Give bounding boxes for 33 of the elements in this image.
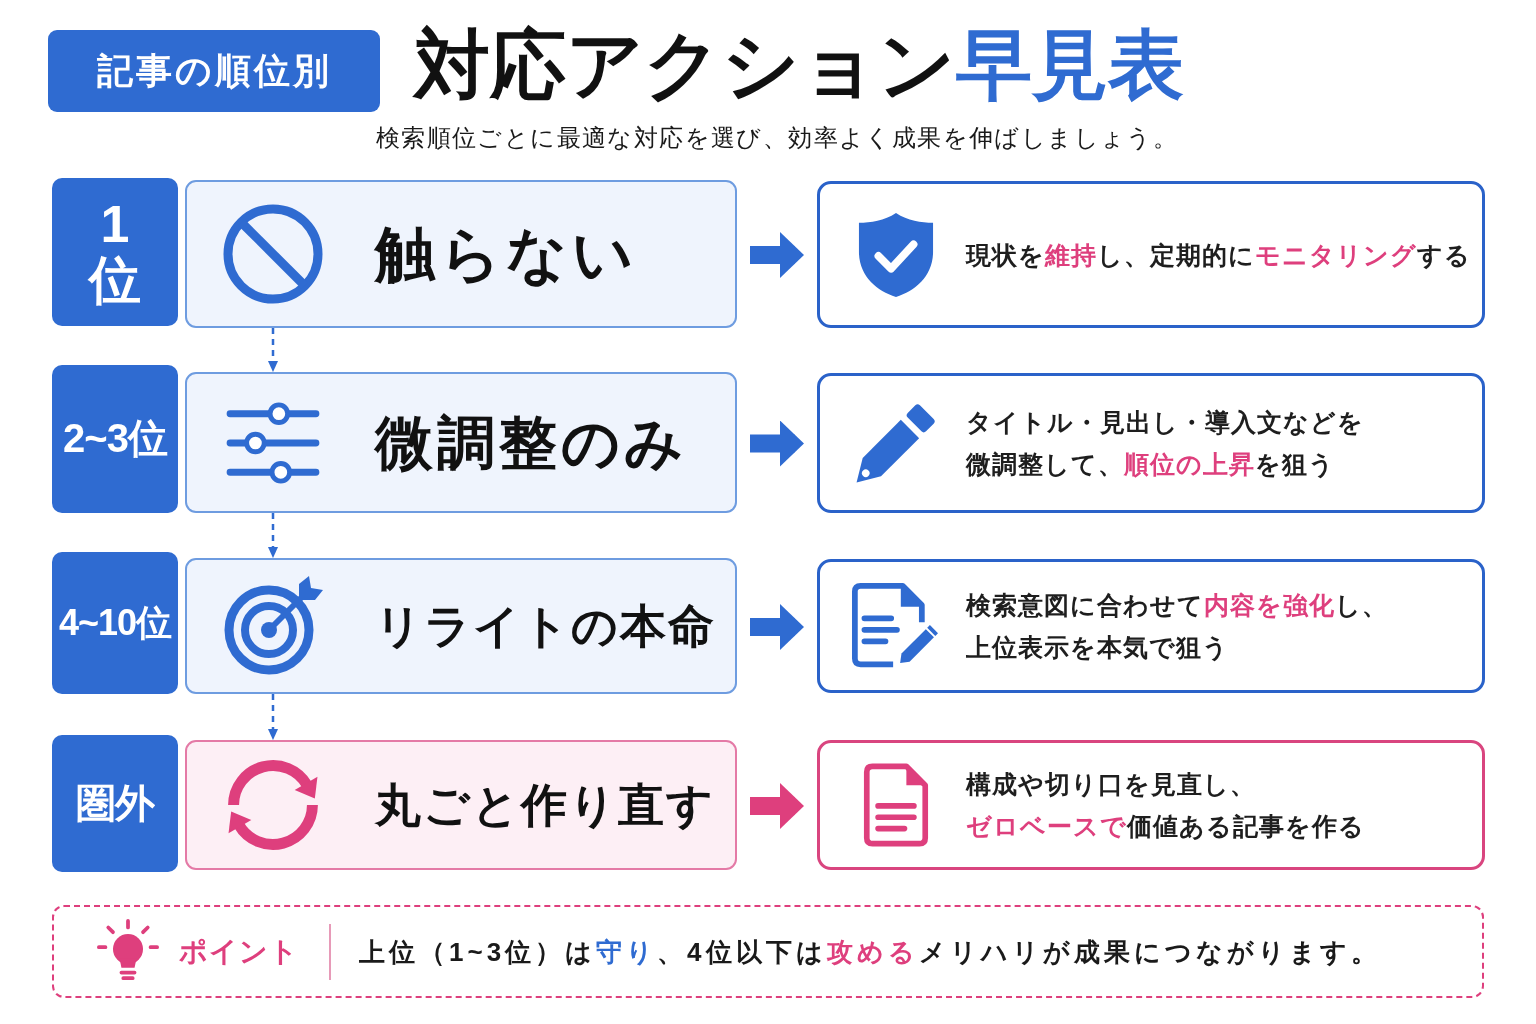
result-box: [817, 181, 1485, 328]
subtitle: 検索順位ごとに最適な対応を選び、効率よく成果を伸ばしましょう。: [375, 124, 1179, 153]
rank-box: 圏外: [52, 735, 178, 872]
tip-box: [52, 905, 1484, 998]
arrow: [750, 604, 804, 650]
tip-text: 上位（1~3位）は守り、4位以下は攻めるメリハリが成果につながります。: [359, 935, 1381, 969]
category-badge: 記事の順位別: [48, 30, 380, 112]
arrow: [750, 783, 804, 829]
dashed-arrow: [268, 513, 278, 559]
action-label: リライトの本命: [375, 599, 716, 653]
arrow: [750, 232, 804, 278]
action-label: 丸ごと作り直す: [375, 778, 715, 832]
dashed-arrow: [268, 328, 278, 373]
title: 対応アクション早見表: [414, 24, 1184, 107]
description-text: 構成や切り口を見直し、ゼロベースで価値ある記事を作る: [966, 769, 1366, 842]
rank-box: 1位: [52, 178, 178, 326]
rank-box: 4~10位: [52, 552, 178, 694]
result-box: [817, 559, 1485, 693]
result-box: [817, 373, 1485, 513]
action-box: [185, 180, 737, 328]
description-text: 現状を維持し、定期的にモニタリングする: [966, 239, 1471, 271]
arrow: [750, 420, 804, 467]
result-box: [817, 740, 1485, 870]
tip-heading: ポイント: [179, 934, 299, 969]
action-box: [185, 740, 737, 870]
description-text: タイトル・見出し・導入文などを微調整して、順位の上昇を狙う: [966, 407, 1365, 480]
action-label: 触らない: [375, 219, 638, 289]
rank-box: 2~3位: [52, 365, 178, 513]
action-label: 微調整のみ: [375, 409, 687, 476]
description-text: 検索意図に合わせて内容を強化し、上位表示を本気で狙う: [966, 590, 1389, 663]
action-box: [185, 558, 737, 694]
dashed-arrow: [268, 694, 278, 741]
action-box: [185, 372, 737, 513]
